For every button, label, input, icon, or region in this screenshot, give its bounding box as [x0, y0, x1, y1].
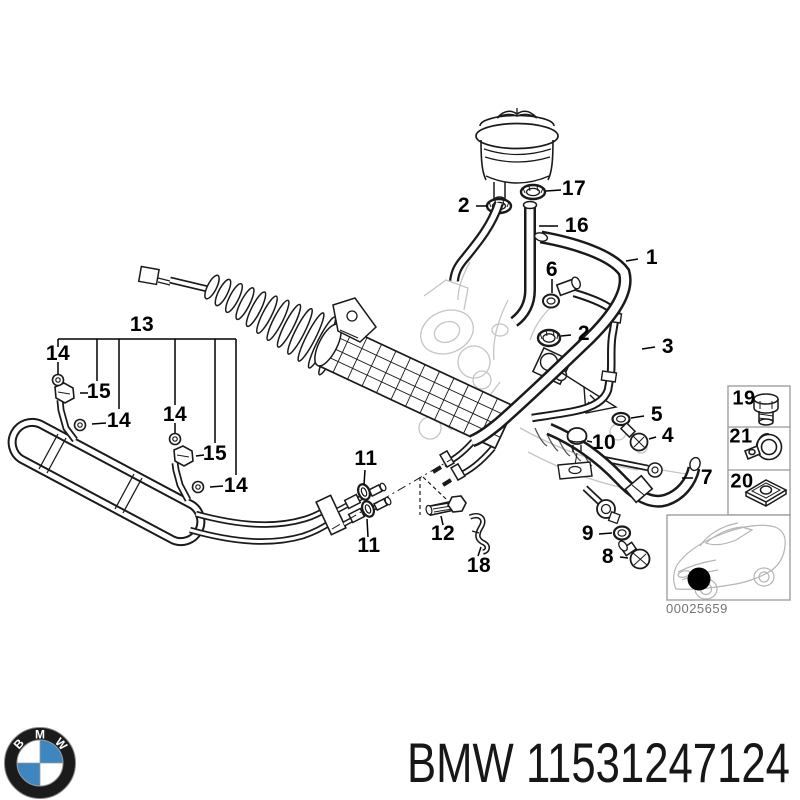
- callout-18: 18: [466, 554, 492, 577]
- leader-lines: [57, 189, 693, 559]
- suction-hose: [449, 201, 504, 282]
- brand-name: BMW: [407, 731, 514, 794]
- part-number: 11531247124: [526, 731, 790, 794]
- inset-image-code: 00025659: [666, 601, 728, 616]
- assembly-axis: [331, 458, 453, 530]
- callout-14-d: 14: [223, 474, 249, 497]
- retaining-clip-18: [468, 513, 490, 555]
- rack-side-pipes: [431, 433, 496, 487]
- hose-clamp-17: [519, 183, 547, 201]
- callout-9: 9: [581, 522, 595, 545]
- callout-15-a: 15: [86, 380, 112, 403]
- callout-16: 16: [564, 214, 590, 237]
- callout-11-lower: 11: [357, 534, 381, 557]
- callout-17: 17: [561, 177, 587, 200]
- washer-5: [611, 411, 631, 427]
- hose-clamp-2-lower: [536, 328, 562, 348]
- inset-clamp-21: [743, 433, 783, 461]
- callout-8: 8: [601, 545, 615, 568]
- o-ring-11-upper: [356, 483, 372, 501]
- callout-3: 3: [661, 335, 675, 358]
- washer-6: [542, 293, 560, 309]
- steering-rack: [137, 265, 663, 478]
- bolt-8: [618, 540, 651, 570]
- union-fitting: [343, 493, 362, 510]
- rack-housing: [314, 322, 516, 450]
- callout-13: 13: [129, 313, 155, 336]
- callout-14-c: 14: [162, 403, 188, 426]
- part-number-line: BMW 11531247124: [407, 730, 790, 795]
- callout-12: 12: [430, 522, 456, 545]
- logo-letter-m: M: [35, 728, 45, 742]
- return-hose-1: [469, 230, 632, 448]
- callout-13-bracket: [57, 338, 237, 475]
- callout-5: 5: [650, 403, 664, 426]
- callout-2-upper: 2: [457, 194, 471, 217]
- callout-15-b: 15: [202, 442, 228, 465]
- callout-14-a: 14: [45, 342, 71, 365]
- callout-7: 7: [700, 466, 714, 489]
- bracket-plate: [557, 461, 593, 480]
- callout-10: 10: [591, 431, 617, 454]
- cooler-pipes: [189, 482, 392, 545]
- callout-2-lower: 2: [577, 322, 591, 345]
- callout-11-upper: 11: [354, 447, 378, 470]
- rack-right-boot: [534, 427, 593, 467]
- cooler-mount-left: [51, 373, 87, 443]
- eyelet-bracket: [582, 485, 621, 525]
- logo-quadrant: [40, 740, 63, 763]
- callout-19: 19: [732, 387, 756, 410]
- banjo-bolt-4: [619, 421, 649, 452]
- callout-20: 20: [730, 470, 754, 493]
- nut-14d: [191, 480, 205, 494]
- nut-14a: [51, 373, 65, 387]
- pipe-16: [510, 200, 538, 327]
- hose-mount-block: [624, 474, 654, 504]
- bmw-logo: B M W: [3, 726, 77, 800]
- fluid-reservoir: [475, 108, 559, 204]
- tie-rod: [137, 265, 213, 294]
- callout-4: 4: [661, 424, 675, 447]
- callout-1: 1: [645, 246, 659, 269]
- o-ring-11-lower: [360, 500, 376, 518]
- inset-nut-20: [744, 479, 788, 507]
- cooler-mount-right: [168, 432, 205, 502]
- callout-14-b: 14: [106, 409, 132, 432]
- callout-6: 6: [545, 258, 559, 281]
- callout-21: 21: [729, 425, 753, 448]
- rack-mount-bracket: [332, 297, 377, 343]
- fitting-6: [542, 276, 581, 309]
- washer-9: [612, 525, 632, 541]
- bolt-10: [557, 427, 593, 480]
- inset-bolt-19: [753, 393, 779, 426]
- nut-14b: [73, 418, 87, 432]
- position-dot: [687, 567, 711, 591]
- nut-14c: [168, 432, 182, 446]
- pressure-hose-7: [546, 423, 701, 508]
- bolt-12: [419, 476, 467, 517]
- logo-quadrant: [17, 763, 40, 786]
- car-position-inset: [666, 514, 791, 601]
